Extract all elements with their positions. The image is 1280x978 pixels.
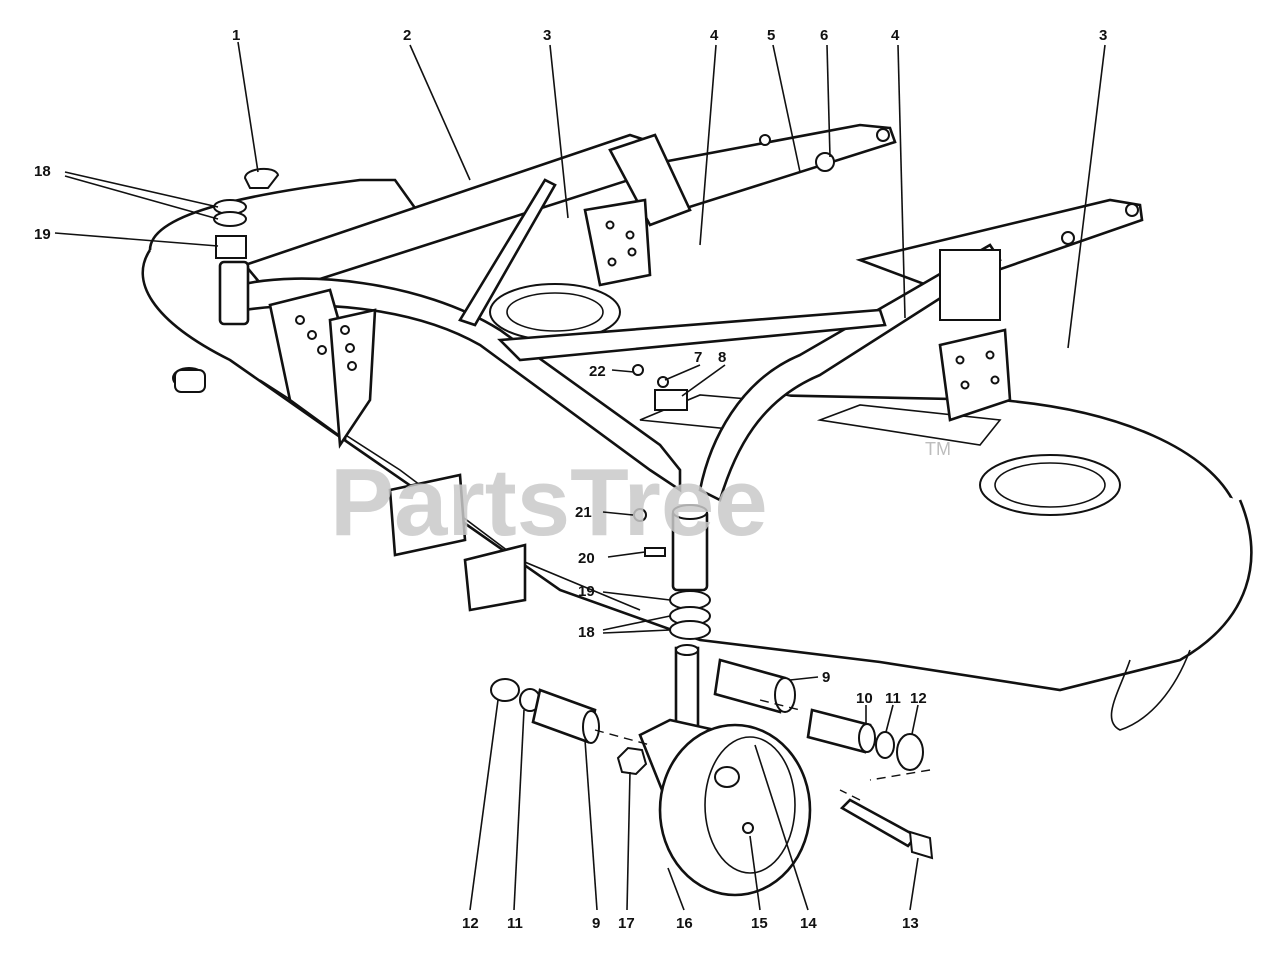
left-pivot-assembly [172,167,280,393]
callout-5: 5 [767,27,775,44]
callout-18-top: 18 [34,163,51,180]
leader-lines [54,41,1106,911]
callout-3-right: 3 [1099,27,1107,44]
callout-4-right: 4 [891,27,900,44]
watermark-trademark: TM [925,439,951,459]
callout-19-bottom: 19 [578,583,595,600]
callout-13: 13 [902,915,919,932]
mower-deck [141,178,1253,731]
callout-21: 21 [575,504,592,521]
callout-9-bottom: 9 [592,915,600,932]
callout-4: 4 [710,27,719,44]
callout-8: 8 [718,349,726,366]
callout-7: 7 [694,349,702,366]
callout-20: 20 [578,550,595,567]
callout-15: 15 [751,915,768,932]
callout-2: 2 [403,27,411,44]
callout-11-right: 11 [885,690,901,707]
callout-16: 16 [676,915,693,932]
watermark-text: PartsTree [330,449,768,556]
callout-17: 17 [618,915,635,932]
callout-labels: 1 2 3 4 5 6 4 3 18 19 7 8 22 21 20 19 18… [34,27,1107,932]
mounting-plates [268,198,1012,612]
callout-11-bottom: 11 [507,915,523,932]
callout-12-right: 12 [910,690,927,707]
callout-9-right: 9 [822,669,830,686]
frame-tubes [238,133,1002,502]
callout-3: 3 [543,27,551,44]
callout-14: 14 [800,915,817,932]
callout-22: 22 [589,363,606,380]
hanger-arms [616,123,1144,292]
callout-6: 6 [820,27,828,44]
callout-12-bottom: 12 [462,915,479,932]
callout-10: 10 [856,690,873,707]
callout-18-bottom: 18 [578,624,595,641]
callout-1: 1 [232,27,240,44]
callout-19-top: 19 [34,226,51,243]
